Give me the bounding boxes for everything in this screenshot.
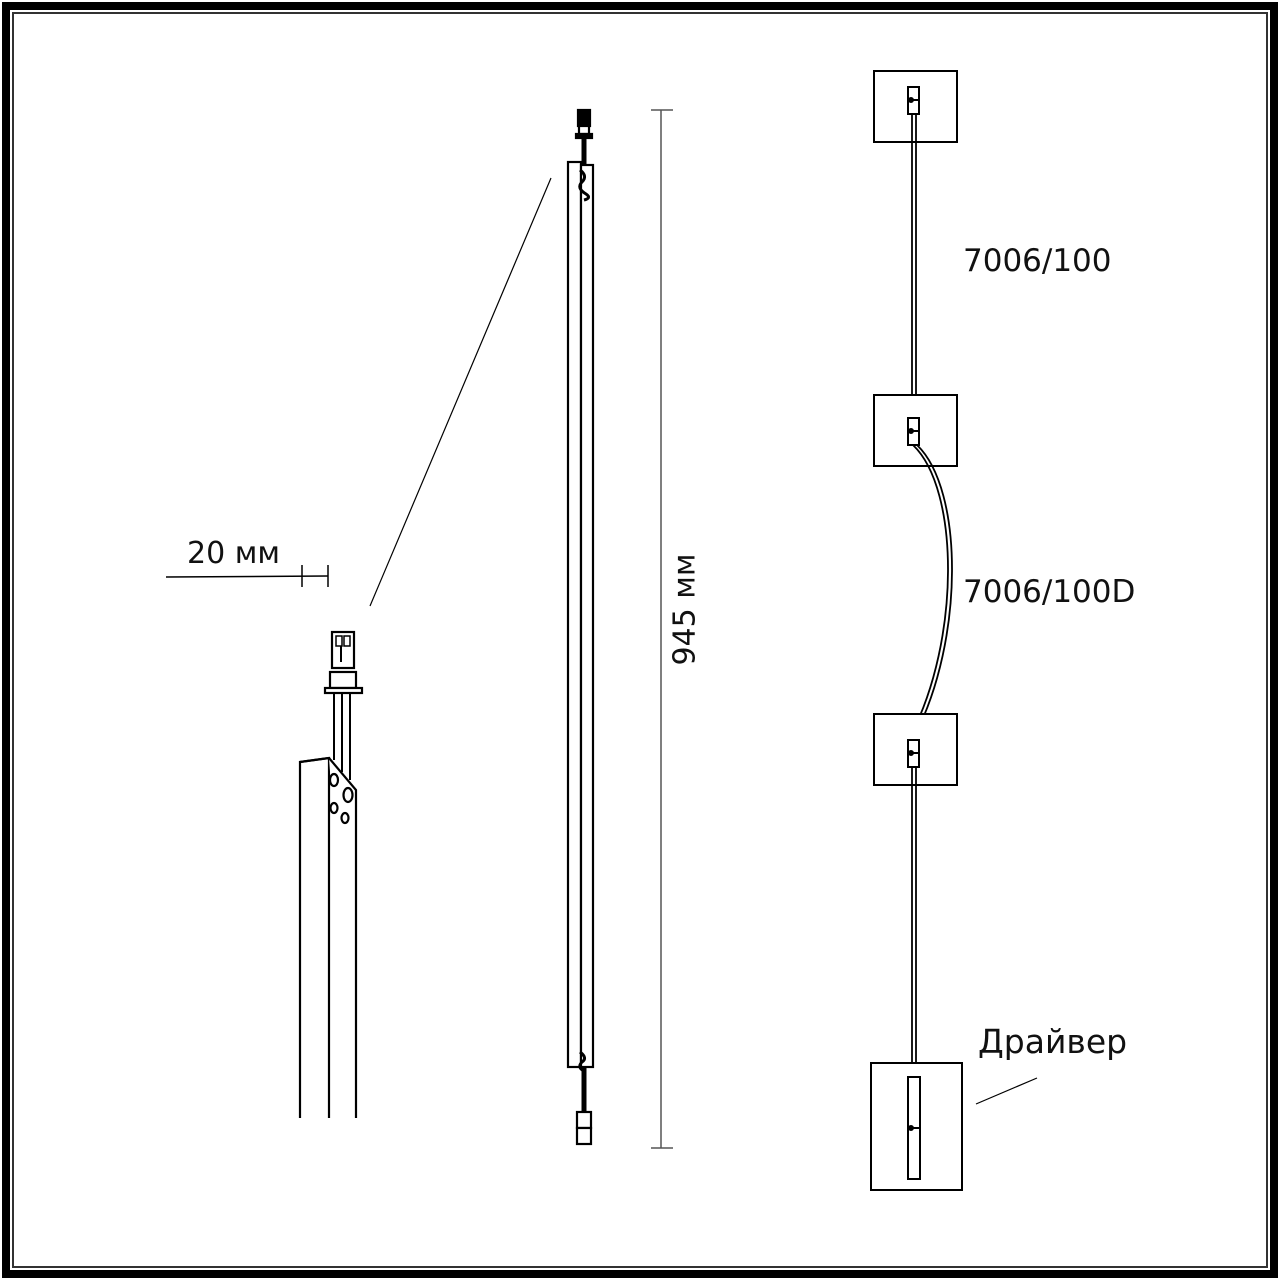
driver-leader-line [975, 1077, 1038, 1105]
width-dimension-label: 20 мм [187, 536, 280, 571]
length-dimension-label: 945 мм [667, 553, 703, 666]
model-label-7006-100d: 7006/100D [963, 574, 1136, 610]
detail-end-view [298, 630, 364, 1118]
driver-label: Драйвер [978, 1022, 1128, 1061]
width-dimension-line [165, 565, 329, 587]
length-dimension-line [651, 109, 673, 1149]
model-label-7006-100: 7006/100 [963, 243, 1112, 279]
inner-frame [12, 12, 1268, 1268]
detail-leader-line [369, 177, 552, 607]
mount-assembly [870, 70, 963, 1191]
main-bar-view [566, 108, 595, 1146]
